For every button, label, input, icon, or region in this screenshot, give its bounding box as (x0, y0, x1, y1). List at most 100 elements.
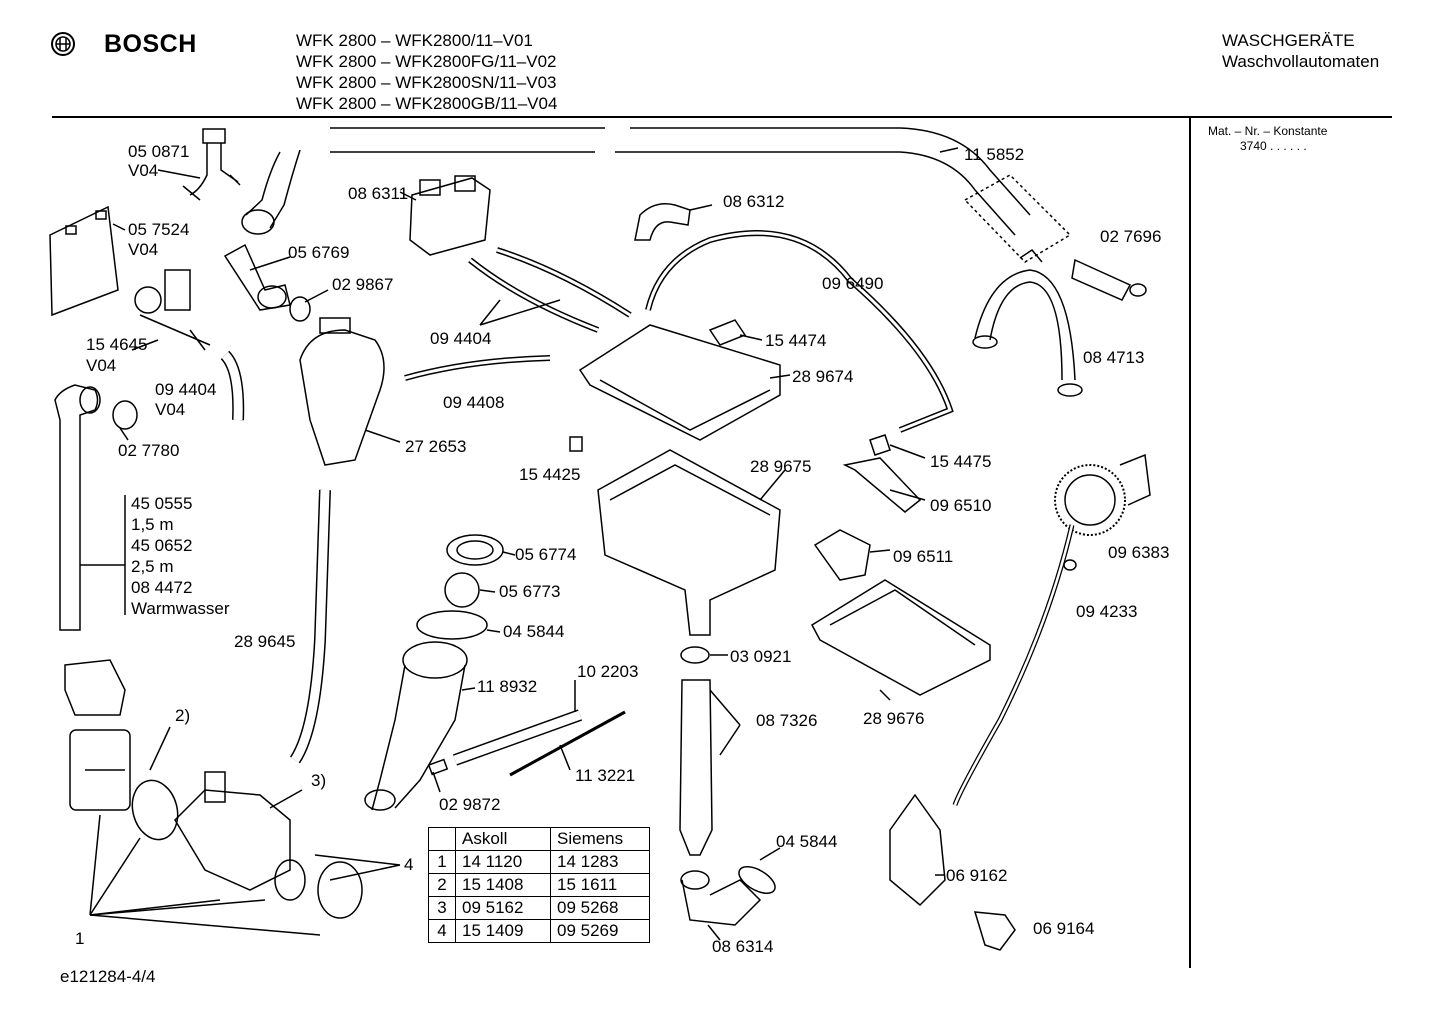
model-line: WFK 2800 – WFK2800FG/11–V02 (296, 52, 557, 71)
bosch-logo-icon (51, 32, 75, 56)
part-label: V04 (128, 161, 159, 180)
leader-lines-ref1 (89, 814, 321, 936)
part-label: 08 6312 (723, 192, 785, 211)
table-row: 4 15 1409 09 5269 (428, 919, 650, 943)
table-cell: 4 (428, 919, 456, 943)
part-label: 09 6510 (930, 496, 992, 515)
reference-marker: 3) (311, 771, 327, 790)
part-label: 05 6769 (288, 243, 350, 262)
part-label: 08 7326 (756, 711, 818, 730)
drain-hose-drawing (330, 127, 1072, 263)
table-cell: 09 5162 (455, 896, 551, 920)
part-label: 09 6511 (893, 547, 954, 566)
part-label: 04 5844 (776, 832, 838, 851)
hose-variant-label: 08 4472 (131, 578, 193, 597)
drain-pipe-drawing (679, 646, 741, 856)
drain-pump-drawing (64, 659, 401, 919)
hose-drawing (468, 257, 600, 333)
part-label: 11 3221 (575, 766, 636, 785)
brand-logo-text: BOSCH (104, 30, 197, 58)
part-label: 28 9674 (792, 367, 854, 386)
connector-drawing (869, 434, 891, 456)
part-label: 09 4233 (1076, 602, 1138, 621)
part-label: 11 5852 (964, 145, 1025, 164)
container-drawing (299, 317, 401, 466)
cover-plate-drawing (49, 205, 126, 317)
part-label: 09 6490 (822, 274, 884, 293)
table-cell: 3 (428, 896, 456, 920)
part-label: 02 7696 (1100, 227, 1162, 246)
part-label: 09 4404 (430, 329, 492, 348)
short-hose-drawing (404, 355, 551, 381)
table-row: 3 09 5162 09 5268 (428, 896, 650, 920)
hose-variant-label: Warmwasser (131, 599, 230, 618)
dispenser-lid-drawing (578, 324, 791, 441)
part-label: 08 6311 (348, 184, 409, 203)
reference-marker: 4 (404, 855, 414, 874)
table-cell: 15 1408 (455, 873, 551, 897)
part-label: 09 6383 (1108, 543, 1170, 562)
model-line: WFK 2800 – WFK2800SN/11–V03 (296, 73, 557, 92)
reference-marker: 2) (175, 706, 191, 725)
table-cell: 14 1283 (550, 850, 650, 874)
table-cell: 15 1409 (455, 919, 551, 943)
nozzle-drawing (569, 436, 583, 452)
knob-part-drawing (973, 911, 1016, 951)
part-label: 28 9645 (234, 632, 296, 651)
pressure-switch-drawing (1054, 453, 1151, 536)
inlet-valve-drawing (131, 269, 211, 351)
part-label: 06 9162 (946, 866, 1008, 885)
seal-ring-drawing (289, 296, 311, 322)
table-header-cell: Siemens (550, 827, 650, 851)
seal-drawing (446, 534, 504, 566)
part-label: 05 6773 (499, 582, 561, 601)
part-label: 03 0921 (730, 647, 792, 666)
pressure-tube-drawing (952, 524, 1075, 806)
inlet-hose-drawing (54, 384, 126, 631)
part-label: 02 9867 (332, 275, 394, 294)
part-label: 11 8932 (477, 677, 538, 696)
reference-marker: 1 (75, 929, 85, 948)
part-label: 05 7524 (128, 220, 190, 239)
part-label: 09 4408 (443, 393, 505, 412)
model-list: WFK 2800 – WFK2800/11–V01 WFK 2800 – WFK… (296, 30, 557, 114)
part-label: 28 9676 (863, 709, 925, 728)
table-cell: 14 1120 (455, 850, 551, 874)
part-label: V04 (128, 240, 159, 259)
small-elbow-drawing (634, 203, 713, 241)
part-label: 27 2653 (405, 437, 467, 456)
part-label: 10 2203 (577, 662, 639, 681)
detergent-drawer-drawing (811, 579, 991, 701)
part-label: V04 (155, 400, 186, 419)
part-label: 15 4645 (86, 335, 148, 354)
part-label: 15 4475 (930, 452, 992, 471)
corrugated-elbow-drawing (680, 847, 781, 941)
sump-hose-drawing (364, 641, 476, 811)
hose-variant-label: 1,5 m (131, 515, 174, 534)
solenoid-valve-drawing (399, 175, 491, 256)
table-header-row: Askoll Siemens (428, 827, 650, 851)
mount-bracket-drawing (889, 793, 946, 907)
table-cell: 2 (428, 873, 456, 897)
model-line: WFK 2800 – WFK2800/11–V01 (296, 31, 533, 50)
part-label: 02 9872 (439, 795, 501, 814)
part-label: 15 4474 (765, 331, 827, 350)
category-subtitle: Waschvollautomaten (1222, 52, 1380, 71)
short-tube-drawing (427, 758, 449, 776)
table-header-cell (428, 827, 456, 851)
document-id: e121284-4/4 (60, 967, 156, 986)
clip-drawing (708, 319, 747, 346)
y-connector-drawing (157, 128, 241, 201)
part-label: 05 0871 (128, 142, 190, 161)
part-label: 08 4713 (1083, 348, 1145, 367)
hose-variant-label: 2,5 m (131, 557, 174, 576)
hose-clamp-drawing (416, 610, 488, 640)
model-line: WFK 2800 – WFK2800GB/11–V04 (296, 94, 558, 113)
mat-nr-value: 3740 . . . . . . (1240, 139, 1307, 153)
dispenser-housing-drawing (597, 449, 786, 636)
table-cell: 15 1611 (550, 873, 650, 897)
flap-part-drawing (813, 529, 871, 581)
part-label: 04 5844 (503, 622, 565, 641)
hose-variant-label: 45 0555 (131, 494, 193, 513)
